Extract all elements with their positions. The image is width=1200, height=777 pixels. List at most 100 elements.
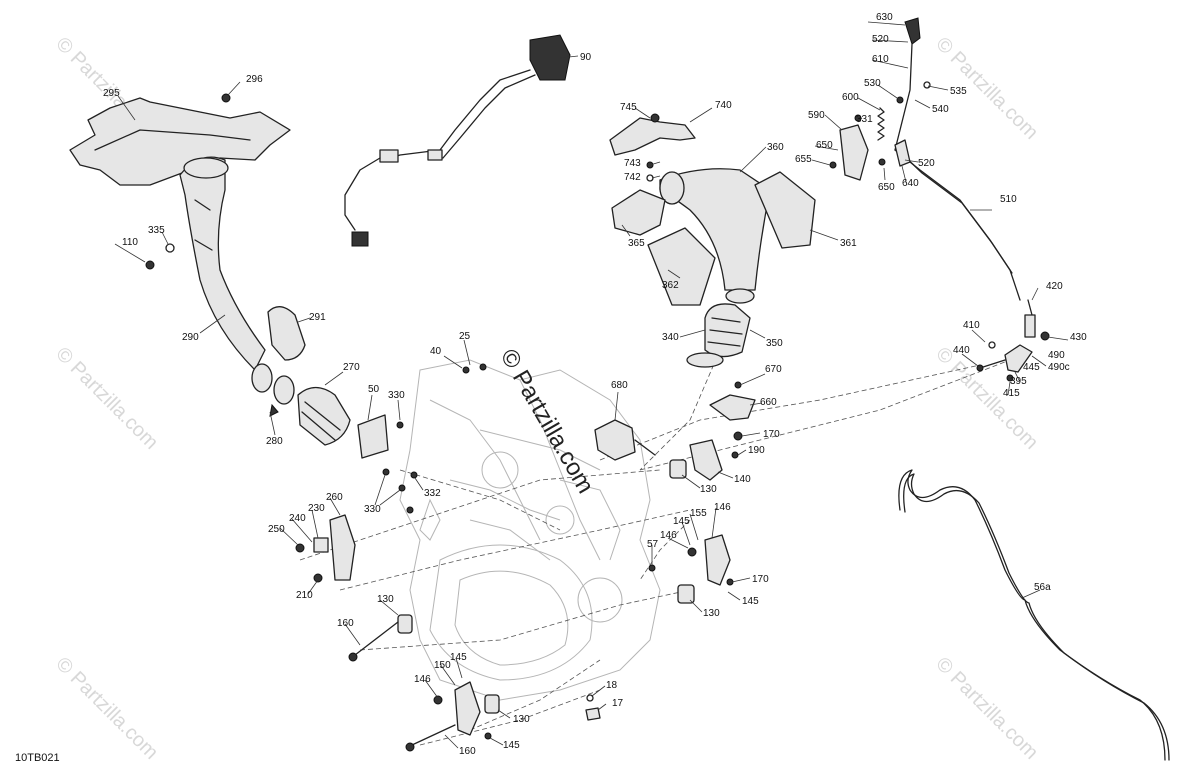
- callout: 361: [840, 238, 857, 249]
- lever-395: [976, 341, 1033, 382]
- spring-600: [877, 107, 885, 141]
- callout: 155: [690, 508, 707, 519]
- callout: 145: [450, 652, 467, 663]
- callout: 530: [864, 78, 881, 89]
- callout: 145: [673, 516, 690, 527]
- bolt-160: [348, 621, 456, 752]
- bracket-740: [609, 113, 696, 182]
- callout: 170: [763, 429, 780, 440]
- callout: 25: [459, 331, 471, 342]
- callout: 630: [876, 12, 893, 23]
- bracket-590: [829, 81, 931, 181]
- callout: 130: [700, 484, 717, 495]
- hose-56a: [898, 469, 1170, 761]
- callout: 270: [343, 362, 360, 373]
- callout: 410: [963, 320, 980, 331]
- bolt-110: [145, 243, 175, 270]
- callout: 365: [628, 238, 645, 249]
- panel-362: [647, 227, 716, 306]
- callout: 445: [1023, 362, 1040, 373]
- air-intake-duct-290: [179, 156, 266, 371]
- callout: 190: [748, 445, 765, 456]
- reference-lines: [299, 349, 1011, 746]
- bracket-150: [433, 681, 492, 740]
- callout: 510: [1000, 194, 1017, 205]
- callout: 590: [808, 110, 825, 121]
- bracket-140: [689, 431, 743, 481]
- clamp-280: [251, 363, 295, 417]
- callout: 146: [660, 530, 677, 541]
- callout: 291: [309, 312, 326, 323]
- callout: 332: [424, 488, 441, 499]
- diagram-code: 10TB021: [15, 752, 60, 764]
- callout: 362: [662, 280, 679, 291]
- callout: 415: [1003, 388, 1020, 399]
- callout: 660: [760, 397, 777, 408]
- callout: 420: [1046, 281, 1063, 292]
- callout: 280: [266, 436, 283, 447]
- callout: 146: [414, 674, 431, 685]
- boot-291: [267, 306, 306, 361]
- callout: 56a: [1034, 582, 1051, 593]
- bracket-260: [295, 514, 356, 583]
- switch-harness-90: [344, 34, 571, 247]
- callout: 90: [580, 52, 592, 63]
- shift-lever-630: [894, 17, 1021, 301]
- callout: 600: [842, 92, 859, 103]
- callout: 745: [620, 102, 637, 113]
- callout: 160: [337, 618, 354, 629]
- callout: 50: [368, 384, 380, 395]
- callout: 331: [856, 114, 873, 125]
- callout: 295: [103, 88, 120, 99]
- callout: 742: [624, 172, 641, 183]
- heat-shield-295: [69, 93, 291, 186]
- callout: 130: [513, 714, 530, 725]
- callout: 130: [703, 608, 720, 619]
- callout: 110: [122, 237, 138, 248]
- panel-361: [754, 171, 816, 249]
- callout: 360: [767, 142, 784, 153]
- callout: 140: [734, 474, 751, 485]
- callout: 296: [246, 74, 263, 85]
- callout: 490: [1048, 350, 1065, 361]
- callout: 330: [388, 390, 405, 401]
- callout: 520: [872, 34, 889, 45]
- airbox-360: [659, 168, 771, 291]
- callout: 250: [268, 524, 285, 535]
- bolts-330: [382, 363, 487, 514]
- callout: 743: [624, 158, 641, 169]
- callout: 680: [611, 380, 628, 391]
- callout-labels: 295 296 90 745 740 743 742 360 365 362 3…: [103, 12, 1087, 757]
- callout: 230: [308, 503, 325, 514]
- callout: 340: [662, 332, 679, 343]
- watermark: © Partzilla.com: [51, 653, 162, 764]
- watermark: © Partzilla.com: [931, 33, 1042, 144]
- plate-50: [357, 414, 389, 459]
- leader-lines: [114, 21, 1069, 749]
- intake-365: [611, 189, 666, 236]
- callout: 440: [953, 345, 970, 356]
- engine-block: [399, 359, 661, 701]
- callout: 330: [364, 504, 381, 515]
- callout: 640: [902, 178, 919, 189]
- callout: 490c: [1048, 362, 1070, 373]
- callout: 430: [1070, 332, 1087, 343]
- watermark: © Partzilla.com: [931, 653, 1042, 764]
- bracket-660: [709, 381, 756, 421]
- callout: 170: [752, 574, 769, 585]
- filter-340: [686, 288, 755, 368]
- callout: 260: [326, 492, 343, 503]
- callout: 740: [715, 100, 732, 111]
- callout: 540: [932, 104, 949, 115]
- callout: 130: [377, 594, 394, 605]
- callout: 535: [950, 86, 967, 97]
- sensor-680: [594, 419, 656, 461]
- callout: 17: [612, 698, 624, 709]
- callout: 150: [434, 660, 451, 671]
- callout: 57: [647, 539, 659, 550]
- rod-end-420: [1024, 299, 1050, 341]
- callout: 210: [296, 590, 313, 601]
- watermark: © Partzilla.com: [51, 343, 162, 454]
- center-watermark: © Partzilla.com: [495, 345, 599, 499]
- callout: 240: [289, 513, 306, 524]
